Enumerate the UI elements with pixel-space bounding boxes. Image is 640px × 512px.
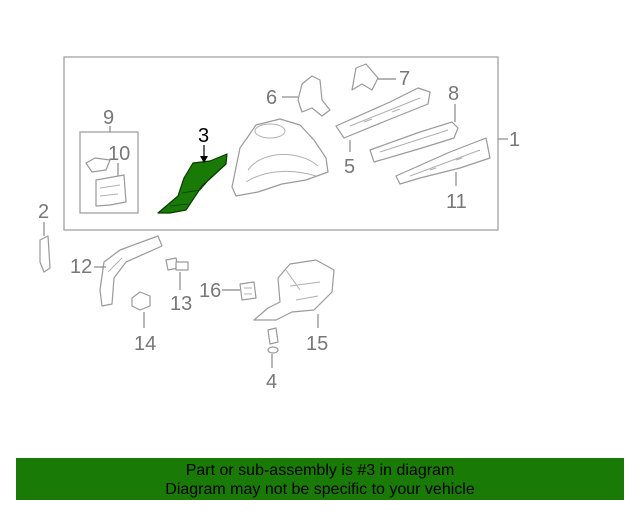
banner-line-2: Diagram may not be specific to your vehi… bbox=[165, 481, 475, 498]
callout-11: 11 bbox=[446, 191, 467, 213]
callout-7: 7 bbox=[399, 68, 410, 90]
callout-14: 14 bbox=[134, 333, 156, 355]
part-8 bbox=[369, 121, 459, 163]
wheelhouse-panel bbox=[231, 118, 329, 197]
part-14 bbox=[131, 291, 151, 311]
subassembly-frame-9 bbox=[79, 131, 139, 214]
part-12 bbox=[99, 235, 163, 307]
part-6 bbox=[297, 75, 331, 117]
part-15 bbox=[253, 259, 335, 321]
info-banner: Part or sub-assembly is #3 in diagram Di… bbox=[16, 458, 624, 500]
part-4 bbox=[267, 327, 279, 354]
callout-5: 5 bbox=[344, 156, 355, 178]
part-10 bbox=[85, 157, 127, 207]
callout-2: 2 bbox=[38, 201, 49, 223]
part-16 bbox=[239, 281, 257, 301]
callout-12: 12 bbox=[70, 256, 92, 278]
part-13 bbox=[165, 257, 189, 271]
assembly-frame bbox=[63, 56, 499, 231]
callout-9: 9 bbox=[103, 107, 114, 129]
callout-10: 10 bbox=[108, 143, 130, 165]
part-3-highlighted bbox=[157, 153, 228, 214]
part-7 bbox=[351, 63, 379, 91]
banner-line-1: Part or sub-assembly is #3 in diagram bbox=[185, 462, 455, 479]
callout-13: 13 bbox=[170, 293, 192, 315]
part-5 bbox=[335, 87, 431, 139]
callout-4: 4 bbox=[266, 371, 277, 393]
callout-15: 15 bbox=[306, 333, 328, 355]
part-11 bbox=[395, 137, 491, 185]
callout-16: 16 bbox=[199, 280, 221, 302]
callout-6: 6 bbox=[266, 87, 277, 109]
callout-8: 8 bbox=[448, 83, 459, 105]
part-2 bbox=[39, 235, 51, 273]
callout-1: 1 bbox=[509, 129, 520, 151]
callout-3: 3 bbox=[198, 125, 209, 147]
